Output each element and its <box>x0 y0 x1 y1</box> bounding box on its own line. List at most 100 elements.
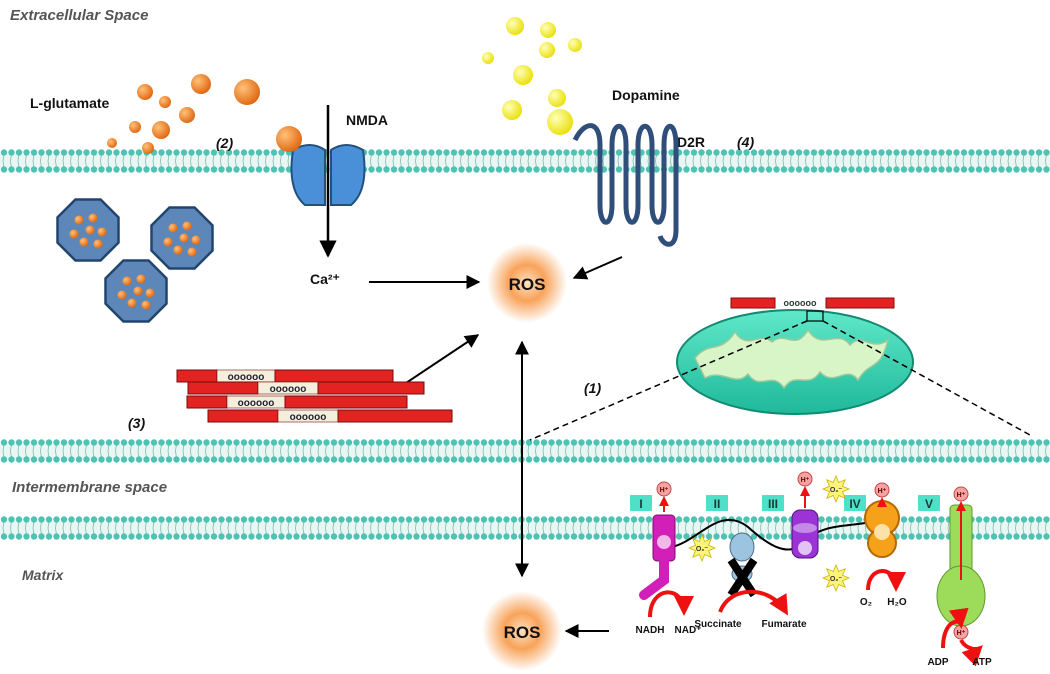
bound-glutamate <box>276 126 302 152</box>
vesicle-glutamate <box>79 237 89 247</box>
complex-I-electron <box>657 535 671 549</box>
complex-label-box <box>762 495 784 511</box>
vesicle-glutamate <box>88 213 98 223</box>
reaction-arc <box>959 638 983 667</box>
proton-label: H⁺ <box>660 487 669 494</box>
dopamine-molecule <box>513 65 533 85</box>
complex-I <box>639 514 676 600</box>
proton: H⁺ <box>656 481 672 497</box>
fibril-repeat: oooooo <box>228 372 265 383</box>
dopamine-molecule <box>482 52 494 64</box>
dopamine-molecule <box>547 109 573 135</box>
fibril: oooooo <box>176 369 394 383</box>
proton: H⁺ <box>797 471 813 487</box>
glutamate-molecule <box>142 142 154 154</box>
glutamate-molecule <box>191 74 211 94</box>
complex-IV-electron <box>874 524 890 540</box>
glutamate-molecule <box>234 79 260 105</box>
superoxide-burst: O₂⁻ <box>821 474 851 504</box>
glutamate-molecules <box>107 74 260 154</box>
vesicle-glutamate <box>69 229 79 239</box>
vesicle-glutamate <box>168 223 178 233</box>
ros-glow-top <box>487 243 567 323</box>
d2r-receptor <box>572 123 679 247</box>
ros-glow-bottom <box>482 591 562 671</box>
proton-label: H⁺ <box>957 630 966 637</box>
vesicle-glutamate <box>182 221 192 231</box>
complex-III <box>791 509 819 559</box>
plasma-membrane <box>0 149 1050 173</box>
vesicle-glutamate <box>122 276 132 286</box>
complex-II-blocked-icon <box>727 557 758 598</box>
fumarate-label: Fumarate <box>761 619 806 630</box>
vesicle <box>104 259 168 323</box>
superoxide-label: O₂⁻ <box>830 576 843 583</box>
nad-label: NAD⁺ <box>675 625 702 636</box>
succinate-label: Succinate <box>694 619 742 630</box>
proton-label: H⁺ <box>801 477 810 484</box>
vesicle-glutamate <box>187 247 197 257</box>
step-3-label: (3) <box>128 415 145 431</box>
intermembrane-space-label: Intermembrane space <box>12 479 167 496</box>
step-1-label: (1) <box>584 380 601 396</box>
vesicle-glutamate <box>141 300 151 310</box>
complex-label-IV: IV <box>849 497 860 511</box>
glutamate-molecule <box>159 96 171 108</box>
proton: H⁺ <box>953 624 969 640</box>
reaction-arc <box>648 590 694 618</box>
vesicle <box>56 198 120 262</box>
vesicle-glutamate <box>127 298 137 308</box>
vesicle-glutamate <box>145 288 155 298</box>
superoxide-burst: O₂⁻ <box>821 563 851 593</box>
mito-fibril-repeat: oooooo <box>784 298 817 308</box>
complex-label-III: III <box>768 497 778 511</box>
o2-label: O₂ <box>860 597 872 608</box>
complex-label-V: V <box>925 497 933 511</box>
fibril: oooooo <box>207 409 453 423</box>
fibril-to-ros-arrow <box>399 334 480 388</box>
vesicle-glutamate <box>173 245 183 255</box>
glutamate-vesicles <box>56 198 214 323</box>
dopamine-molecule <box>540 22 556 38</box>
h2o-label: H₂O <box>887 597 907 608</box>
atp-label: ATP <box>972 657 992 668</box>
vesicle-glutamate <box>136 274 146 284</box>
fibril-repeat: oooooo <box>238 398 275 409</box>
glutamate-label: L-glutamate <box>30 95 110 111</box>
superoxide-label: O₂⁻ <box>830 487 843 494</box>
glutamate-molecule <box>107 138 117 148</box>
dopamine-molecule <box>568 38 582 52</box>
vesicle-glutamate <box>191 235 201 245</box>
complex-IV <box>864 500 900 558</box>
vesicle <box>150 206 214 270</box>
extracellular-space-label: Extracellular Space <box>10 7 148 24</box>
complex-III-electron <box>798 541 812 555</box>
vesicle-glutamate <box>163 237 173 247</box>
calcium-label: Ca²⁺ <box>310 271 340 287</box>
complex-label-box <box>706 495 728 511</box>
dopamine-molecules <box>482 17 582 135</box>
reaction-arc <box>718 589 789 616</box>
proton-label: H⁺ <box>878 488 887 495</box>
ros-bottom-label: ROS <box>504 623 541 642</box>
vesicle-glutamate <box>85 225 95 235</box>
zoom-box <box>806 310 824 322</box>
d2r-to-ros-arrow <box>572 256 623 280</box>
mitochondrion <box>676 309 914 415</box>
fibril-repeat: oooooo <box>270 384 307 395</box>
vesicle-glutamate <box>97 227 107 237</box>
zoom-line-left <box>529 320 808 441</box>
matrix-label: Matrix <box>22 567 64 583</box>
vesicle-glutamate <box>74 215 84 225</box>
fibril-repeat: oooooo <box>290 412 327 423</box>
reaction-arc <box>866 569 906 592</box>
dopamine-molecule <box>506 17 524 35</box>
fibril: oooooo <box>186 395 408 409</box>
step-2-label: (2) <box>216 135 233 151</box>
dopamine-molecule <box>539 42 555 58</box>
dopamine-molecule <box>502 100 522 120</box>
complex-label-box <box>918 495 940 511</box>
nadh-label: NADH <box>636 625 665 636</box>
mitochondrial-cristae <box>694 328 890 390</box>
